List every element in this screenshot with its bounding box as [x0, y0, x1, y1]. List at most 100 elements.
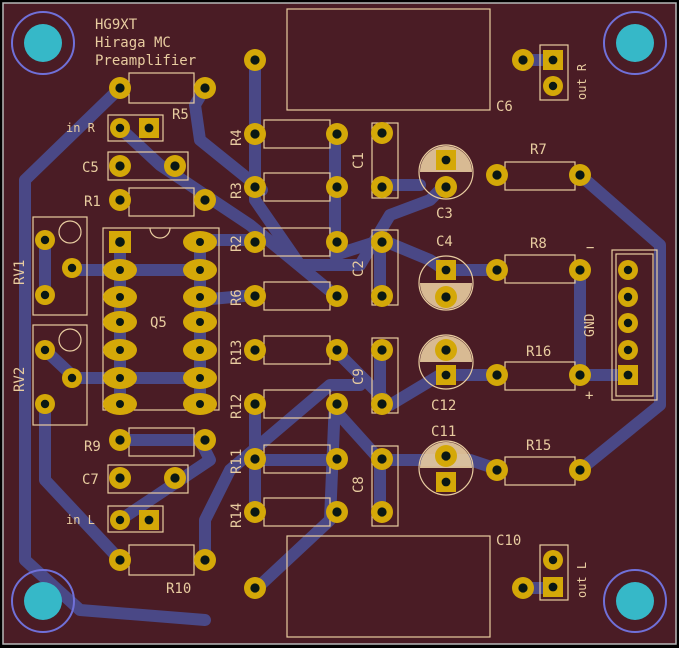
r15-pad-1-drill [492, 465, 502, 475]
power-pad-5-drill [623, 265, 633, 275]
label-r8: R8 [530, 236, 547, 252]
q5-body [102, 227, 220, 411]
label-in-l: in L [66, 513, 95, 527]
c3-pad-plus-drill [441, 155, 451, 165]
c3-outline [418, 144, 474, 200]
c6-outline [286, 8, 491, 111]
rv2-pad-2-drill [67, 373, 77, 383]
mount-holes [11, 11, 667, 633]
label-r10: R10 [166, 581, 191, 597]
label-c11: C11 [431, 424, 456, 440]
r7-pad-1-drill [492, 170, 502, 180]
out-r-pad-1-drill [548, 55, 558, 65]
c10-pad-2-drill [518, 583, 528, 593]
power-pad-4-drill [623, 292, 633, 302]
c1-pad-2-drill [377, 182, 387, 192]
c6-pad-2-drill [518, 55, 528, 65]
c12-pad-plus-drill [441, 370, 451, 380]
in-l-pad-1-drill [115, 515, 125, 525]
c9-pad-2-drill [377, 399, 387, 409]
c1-pad-1-drill [377, 128, 387, 138]
r6-pad-1-drill [250, 291, 260, 301]
label-out-r: out R [575, 63, 589, 100]
mount-hole-bl [11, 569, 75, 633]
mount-hole-tl [11, 11, 75, 75]
mount-hole-br [603, 569, 667, 633]
c4-pad-minus-drill [441, 292, 451, 302]
label-r11: R11 [229, 449, 245, 474]
r5-pad-2-drill [200, 83, 210, 93]
c2-pad-1-drill [377, 237, 387, 247]
q5-notch [149, 227, 171, 239]
silkscreen [32, 8, 658, 638]
rv2-body [32, 324, 88, 426]
mount-hole-tr-pad [616, 24, 654, 62]
c11-pad-plus-drill [441, 477, 451, 487]
r10-pad-1-drill [115, 555, 125, 565]
title-line-2: Hiraga MC [95, 35, 171, 51]
r8-pad-1-drill [492, 265, 502, 275]
label-c3: C3 [436, 206, 453, 222]
label-plus: + [585, 388, 593, 404]
rv1-pad-3-drill [40, 290, 50, 300]
out-r-pad-2-drill [548, 81, 558, 91]
c5-body [107, 151, 189, 181]
c10-pad-1-drill [250, 583, 260, 593]
c10-outline [286, 535, 491, 638]
c2-pad-2-drill [377, 291, 387, 301]
label-c9: C9 [351, 368, 367, 385]
c6-pad-1-drill [250, 55, 260, 65]
q5-pad-right-2-drill [196, 266, 204, 274]
label-r6: R6 [229, 289, 245, 306]
r13-pad-2-drill [332, 345, 342, 355]
r11-pad-2-drill [332, 454, 342, 464]
r16-pad-1-drill [492, 370, 502, 380]
label-c2: C2 [351, 260, 367, 277]
c3-pad-minus-drill [441, 182, 451, 192]
c9-pad-1-drill [377, 345, 387, 355]
r14-pad-2-drill [332, 507, 342, 517]
q5-pad-left-3-drill [116, 293, 124, 301]
label-c10: C10 [496, 533, 521, 549]
q5-pad-left-7-drill [116, 400, 124, 408]
r2-pad-2-drill [332, 237, 342, 247]
c7-pad-2-drill [170, 473, 180, 483]
q5-pad-1-drill [115, 237, 125, 247]
r5-pad-1-drill [115, 83, 125, 93]
label-r7: R7 [530, 142, 547, 158]
mount-hole-bl-pad [24, 582, 62, 620]
r11-pad-1-drill [250, 454, 260, 464]
out-l-connector [539, 544, 569, 601]
r9-pad-2-drill [200, 435, 210, 445]
in-r-pad-1-drill [115, 123, 125, 133]
label-minus: − [586, 240, 594, 256]
power-pad-2-drill [623, 345, 633, 355]
label-c6: C6 [496, 99, 513, 115]
out-l-pad-1-drill [548, 555, 558, 565]
out-r-connector [539, 44, 569, 101]
r12-pad-2-drill [332, 399, 342, 409]
rv1-pad-1-drill [40, 235, 50, 245]
pads [35, 49, 638, 599]
mount-hole-tl-pad [24, 24, 62, 62]
r1-pad-1-drill [115, 195, 125, 205]
label-rv1: RV1 [12, 260, 28, 285]
q5-pad-right-3-drill [196, 293, 204, 301]
mount-hole-br-pad [616, 582, 654, 620]
q5-pad-right-7-drill [196, 400, 204, 408]
r10-pad-2-drill [200, 555, 210, 565]
r14-pad-1-drill [250, 507, 260, 517]
r9-pad-1-drill [115, 435, 125, 445]
r15-pad-2-drill [575, 465, 585, 475]
power-pad-1-drill [623, 370, 633, 380]
label-r4: R4 [229, 129, 245, 146]
c7-pad-1-drill [115, 473, 125, 483]
in-l-connector [107, 505, 164, 533]
c11-pad-minus-drill [441, 451, 451, 461]
label-r3: R3 [229, 182, 245, 199]
label-r5: R5 [172, 107, 189, 123]
r3-pad-1-drill [250, 182, 260, 192]
label-in-r: in R [66, 121, 96, 135]
label-r14: R14 [229, 503, 245, 528]
